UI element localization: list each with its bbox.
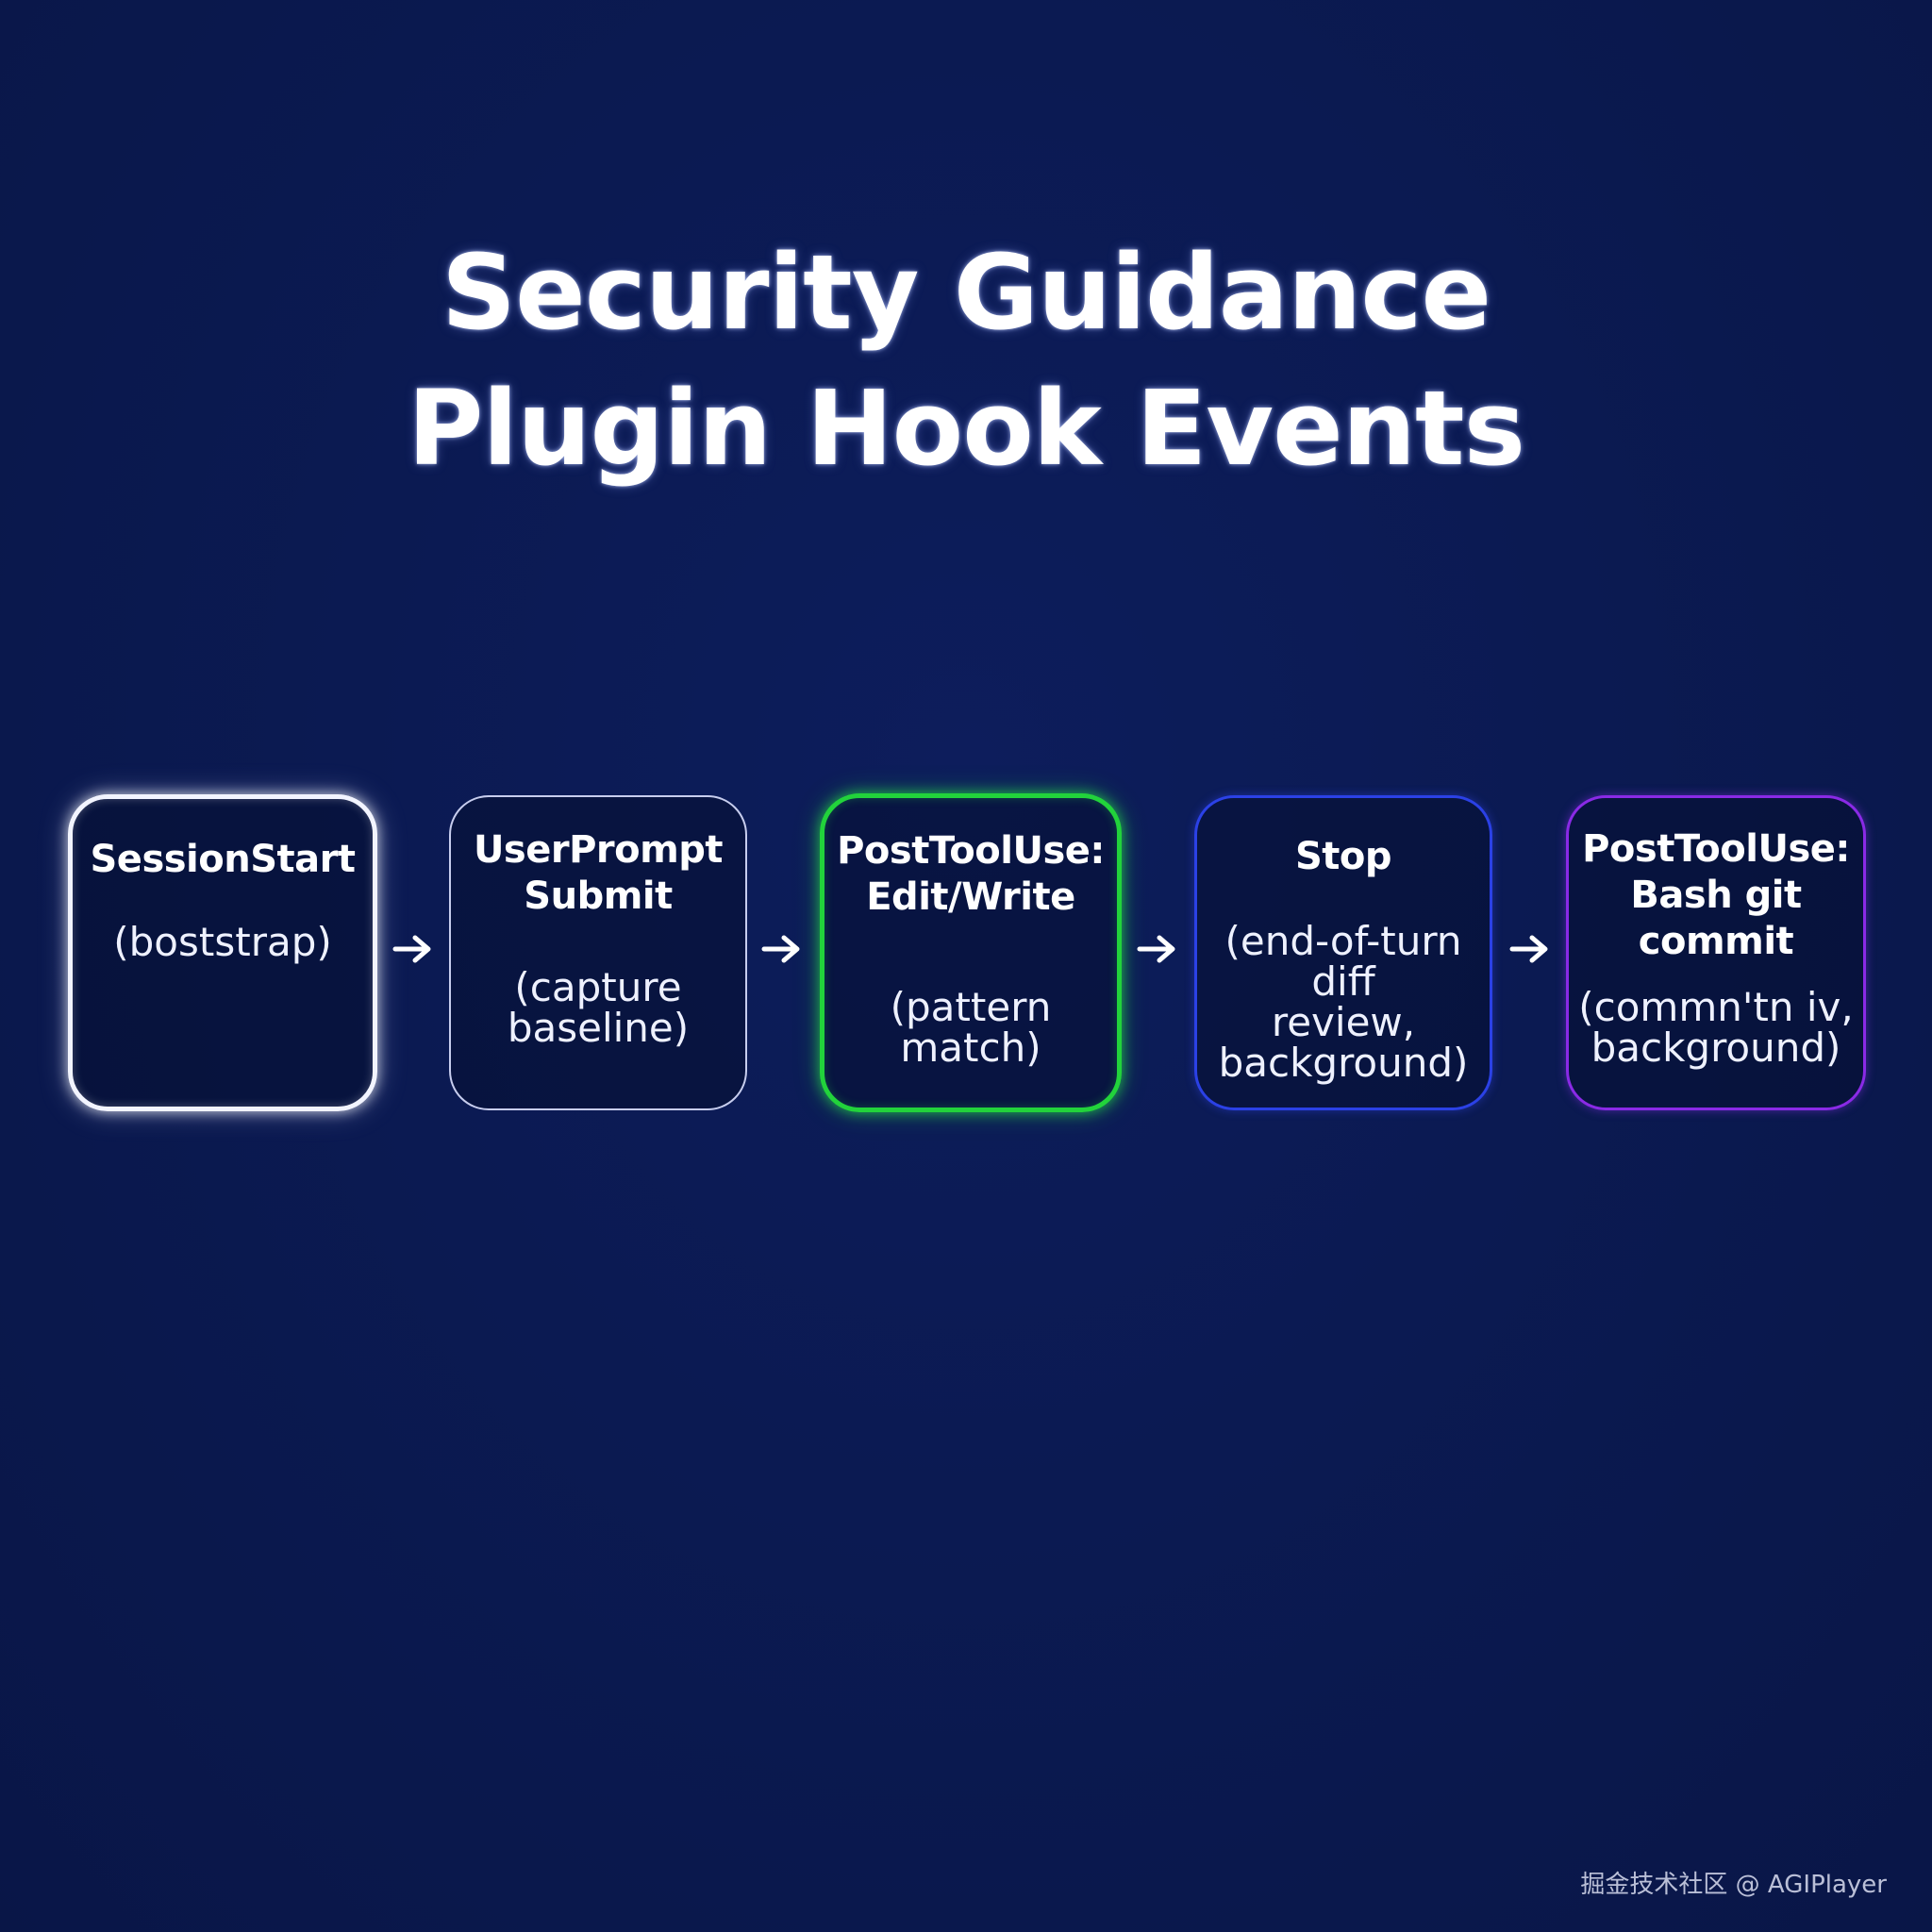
event-name-line: Bash git (1630, 874, 1802, 917)
event-description-line: background) (1591, 1024, 1841, 1071)
event-description: (pattern match) (832, 987, 1109, 1068)
event-description-line: (boststrap) (113, 919, 332, 965)
title-line-2: Plugin Hook Events (407, 368, 1525, 489)
flow-arrow-icon (761, 935, 800, 963)
event-description: (end-of-turn diff review, background) (1205, 921, 1482, 1083)
event-description: (capture baseline) (458, 967, 738, 1048)
event-description-line: background) (1218, 1040, 1469, 1086)
flow-arrow-icon (1509, 935, 1548, 963)
event-name-line: PostToolUse: (1582, 827, 1850, 871)
event-description-line: baseline) (507, 1005, 690, 1051)
event-name-line: Edit/Write (866, 875, 1075, 919)
event-name-line: commit (1638, 920, 1794, 963)
flow-arrow-icon (1137, 935, 1175, 963)
event-name: SessionStart (80, 837, 365, 883)
title-line-1: Security Guidance (441, 232, 1491, 353)
event-description-line: (pattern (890, 984, 1052, 1030)
event-name: UserPrompt Submit (458, 827, 738, 920)
diagram-title: Security Guidance Plugin Hook Events (0, 225, 1932, 496)
event-description-line: (capture (514, 964, 682, 1010)
event-name-line: Stop (1294, 835, 1392, 878)
event-name-line: UserPrompt (473, 828, 724, 872)
event-description: (boststrap) (80, 922, 365, 962)
event-box-user-prompt-submit: UserPrompt Submit (capture baseline) (449, 795, 747, 1110)
event-description-line: review, (1271, 999, 1416, 1045)
event-name-line: Submit (524, 874, 673, 918)
event-description-line: match) (900, 1024, 1041, 1071)
event-name: Stop (1205, 834, 1482, 880)
event-box-stop: Stop (end-of-turn diff review, backgroun… (1194, 795, 1492, 1110)
event-description-line: (commn'tn iv, (1578, 984, 1854, 1030)
event-name-line: PostToolUse: (837, 829, 1105, 873)
event-box-post-tool-use-edit-write: PostToolUse: Edit/Write (pattern match) (820, 793, 1122, 1112)
flow-arrow-icon (392, 935, 431, 963)
event-description: (commn'tn iv, background) (1576, 987, 1856, 1068)
event-name: PostToolUse: Bash git commit (1576, 826, 1856, 965)
event-name-line: SessionStart (90, 838, 357, 881)
event-description-line: diff (1311, 958, 1375, 1005)
watermark: 掘金技术社区 @ AGIPlayer (1580, 1871, 1887, 1899)
event-box-session-start: SessionStart (boststrap) (68, 794, 377, 1111)
event-box-post-tool-use-bash-git-commit: PostToolUse: Bash git commit (commn'tn i… (1566, 795, 1866, 1110)
event-description-line: (end-of-turn (1224, 918, 1462, 964)
event-name: PostToolUse: Edit/Write (832, 828, 1109, 921)
